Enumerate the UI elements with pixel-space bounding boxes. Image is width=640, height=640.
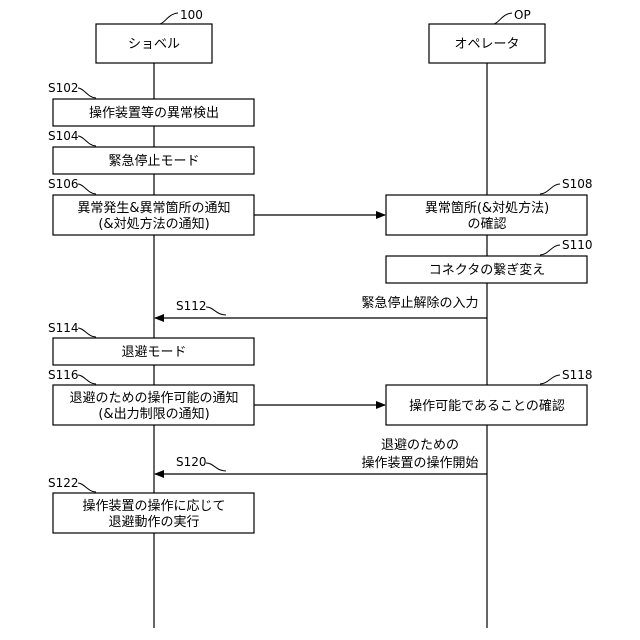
step-text: の確認 xyxy=(467,216,506,232)
step-s108: S108 異常箇所(&対処方法) の確認 xyxy=(386,177,593,235)
actor-operator-ref: OP xyxy=(514,8,531,22)
step-id: S122 xyxy=(48,476,79,490)
step-text: (&対処方法の通知) xyxy=(98,216,209,232)
message-label: 操作装置の操作開始 xyxy=(361,455,478,471)
step-leader-line xyxy=(78,483,96,492)
step-text: 操作可能であることの確認 xyxy=(409,398,565,414)
step-leader-line xyxy=(78,136,96,146)
step-text: コネクタの繋ぎ変え xyxy=(429,262,545,278)
step-leader-line xyxy=(206,307,226,315)
step-text: 退避モード xyxy=(121,345,186,360)
ref-leader-line xyxy=(494,13,512,24)
message-label: 退避のための xyxy=(381,438,459,453)
step-leader-line xyxy=(78,328,96,337)
step-text: 退避動作の実行 xyxy=(108,514,199,530)
step-id: S104 xyxy=(48,129,79,143)
step-leader-line xyxy=(78,184,96,194)
step-s114: S114 退避モード xyxy=(48,321,254,365)
step-id: S102 xyxy=(48,81,79,95)
step-s102: S102 操作装置等の異常検出 xyxy=(48,81,254,126)
step-leader-line xyxy=(540,375,560,384)
step-text: 異常箇所(&対処方法) xyxy=(425,200,549,216)
step-s110: S110 コネクタの繋ぎ変え xyxy=(386,238,593,283)
step-s122: S122 操作装置の操作に応じて 退避動作の実行 xyxy=(48,476,254,533)
step-s106: S106 異常発生&異常箇所の通知 (&対処方法の通知) xyxy=(48,177,254,235)
step-id: S110 xyxy=(562,238,593,252)
step-leader-line xyxy=(206,463,226,471)
actor-operator-label: オペレータ xyxy=(454,37,519,52)
step-text: 退避のための操作可能の通知 xyxy=(69,390,238,406)
step-s104: S104 緊急停止モード xyxy=(48,129,254,174)
actor-excavator-label: ショベル xyxy=(128,37,180,52)
step-id: S108 xyxy=(562,177,593,191)
step-text: 異常発生&異常箇所の通知 xyxy=(77,200,230,216)
step-leader-line xyxy=(540,184,560,194)
step-leader-line xyxy=(78,375,96,384)
step-id: S116 xyxy=(48,368,79,382)
step-id: S112 xyxy=(176,299,207,313)
step-text: 操作装置の操作に応じて xyxy=(82,498,225,514)
message-label: 緊急停止解除の入力 xyxy=(361,295,478,311)
step-s116: S116 退避のための操作可能の通知 (&出力制限の通知) xyxy=(48,368,254,425)
step-leader-line xyxy=(540,245,560,255)
step-s118: S118 操作可能であることの確認 xyxy=(386,368,593,425)
actor-excavator-ref: 100 xyxy=(180,8,203,22)
step-text: 緊急停止モード xyxy=(108,153,199,169)
actor-operator: オペレータ OP xyxy=(429,8,545,63)
step-text: 操作装置等の異常検出 xyxy=(89,105,219,121)
step-s120: 退避のための 操作装置の操作開始 S120 xyxy=(155,438,487,474)
step-leader-line xyxy=(78,88,96,98)
step-id: S118 xyxy=(562,368,593,382)
ref-leader-line xyxy=(160,13,178,24)
step-id: S114 xyxy=(48,321,79,335)
step-s112: 緊急停止解除の入力 S112 xyxy=(155,295,487,318)
step-id: S106 xyxy=(48,177,79,191)
step-text: (&出力制限の通知) xyxy=(98,406,209,422)
step-id: S120 xyxy=(176,455,207,469)
actor-excavator: ショベル 100 xyxy=(96,8,212,63)
